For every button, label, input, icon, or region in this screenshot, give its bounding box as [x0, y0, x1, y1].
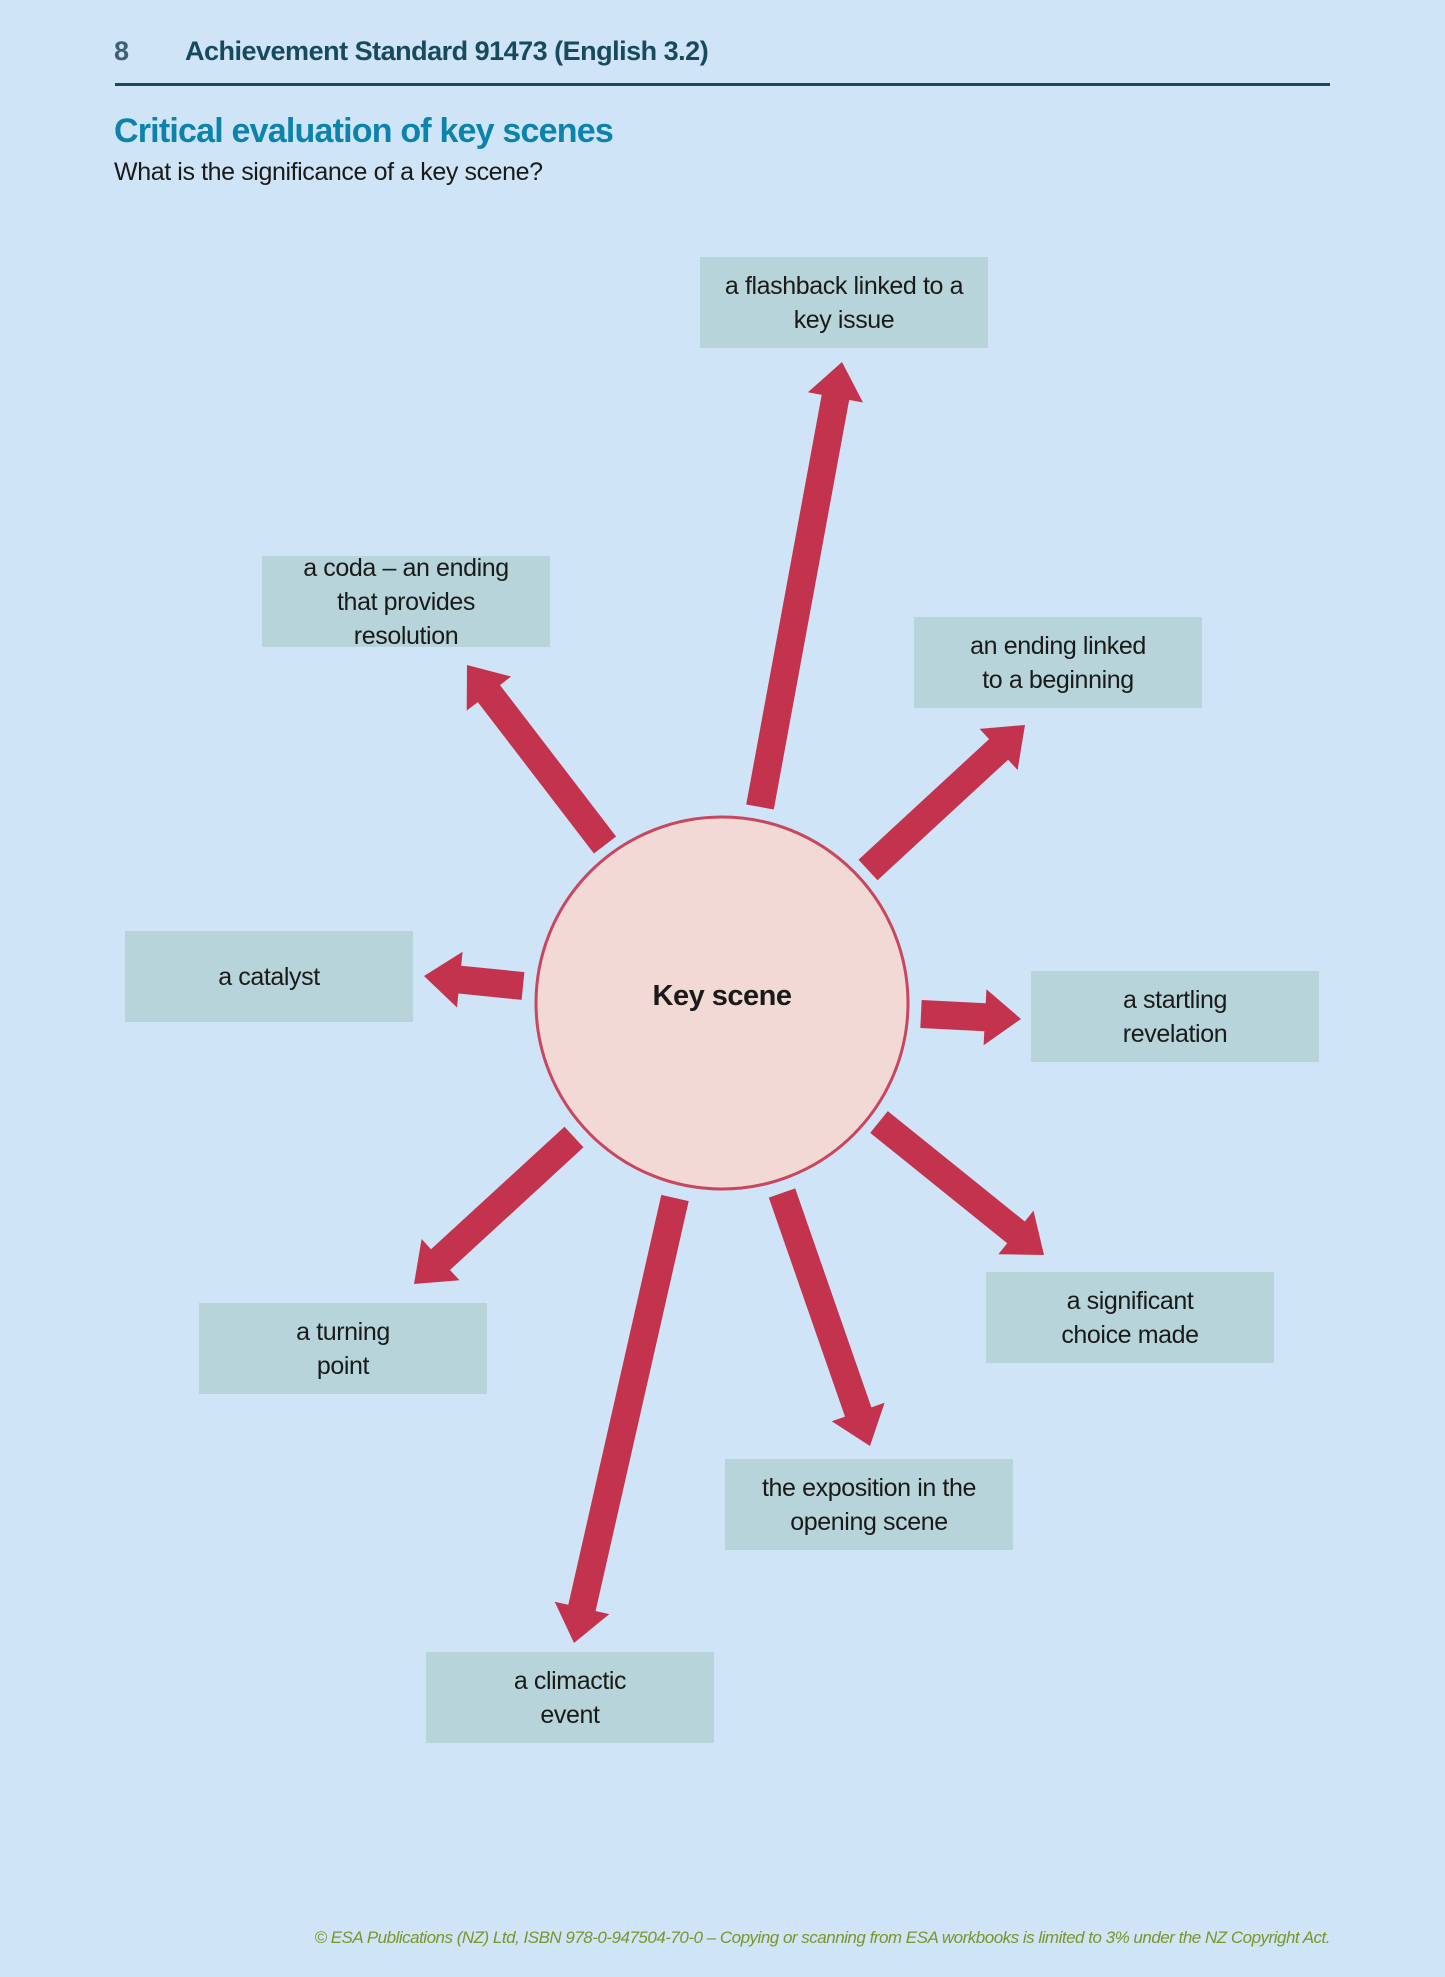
node-label: the exposition in the opening scene: [762, 1473, 976, 1536]
arrows-group: [414, 362, 1044, 1643]
node-startling: a startling revelation: [1031, 971, 1319, 1062]
node-coda: a coda – an ending that provides resolut…: [262, 554, 550, 650]
arrow-to-flashback: [746, 362, 863, 810]
arrow-to-exposition: [768, 1188, 885, 1446]
arrow-to-ending: [858, 725, 1025, 881]
arrow-to-turning: [414, 1126, 584, 1284]
node-ending: an ending linked to a beginning: [914, 617, 1202, 708]
node-label: a climactic event: [513, 1666, 627, 1729]
node-turning: a turning point: [199, 1303, 487, 1394]
key-scene-circle: [534, 815, 910, 1191]
node-label: a catalyst: [218, 962, 320, 991]
node-label: a coda – an ending that provides resolut…: [303, 553, 509, 650]
arrow-to-climactic: [554, 1194, 689, 1643]
node-label: a significant choice made: [1061, 1286, 1199, 1349]
arrow-to-startling: [920, 989, 1021, 1046]
node-climactic: a climactic event: [426, 1652, 714, 1743]
arrow-to-significant: [870, 1111, 1044, 1255]
header-rule: [115, 83, 1330, 86]
section-title: Critical evaluation of key scenes: [114, 112, 614, 150]
footer-copyright: © ESA Publications (NZ) Ltd, ISBN 978-0-…: [314, 1928, 1330, 1947]
node-label: a flashback linked to a key issue: [724, 271, 964, 334]
key-scene-label: Key scene: [652, 980, 793, 1012]
header-title: Achievement Standard 91473 (English 3.2): [185, 36, 709, 66]
node-catalyst: a catalyst: [125, 931, 413, 1022]
node-label: an ending linked to a beginning: [970, 631, 1146, 694]
arrow-to-catalyst: [424, 951, 525, 1008]
node-label: a startling revelation: [1122, 985, 1228, 1048]
node-label: a turning point: [296, 1317, 390, 1380]
node-exposition: the exposition in the opening scene: [725, 1459, 1013, 1550]
node-flashback: a flashback linked to a key issue: [700, 257, 988, 348]
page-number: 8: [114, 36, 130, 66]
section-subtitle: What is the significance of a key scene?: [114, 158, 543, 186]
arrow-to-coda: [466, 665, 617, 854]
node-significant: a significant choice made: [986, 1272, 1274, 1363]
